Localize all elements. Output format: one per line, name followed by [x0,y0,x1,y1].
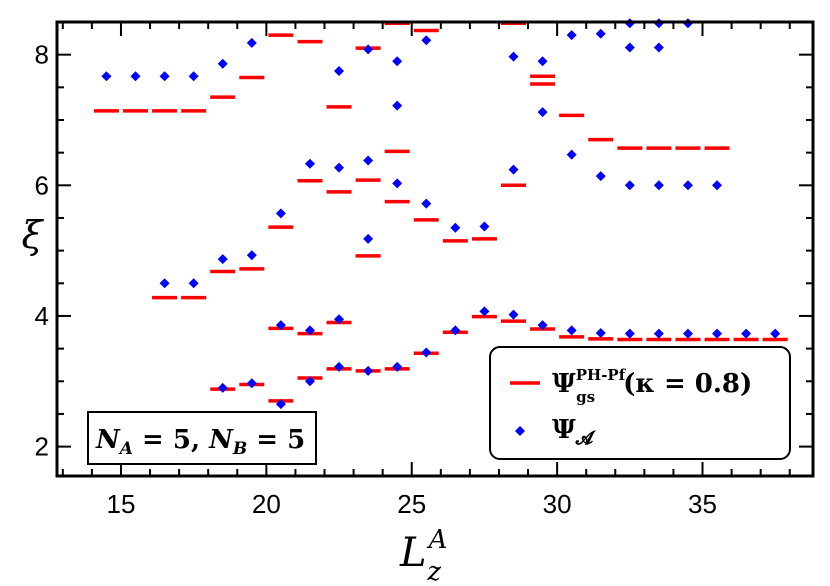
x-axis-label-sub: z [426,557,441,586]
a-level-diamond [130,71,141,82]
legend-entry-pf-rest: (κ = 0.8) [623,369,752,399]
a-level-diamond [304,376,315,387]
a-level-diamond [334,361,345,372]
a-level-diamond [246,378,257,389]
a-level-diamond [537,320,548,331]
a-level-diamond [566,149,577,160]
a-level-diamond [392,100,403,111]
legend-entry-pf-main: Ψ [552,369,576,399]
a-level-diamond [741,328,752,339]
a-level-diamond [653,42,664,53]
a-level-diamond [508,164,519,175]
a-level-diamond [653,328,664,339]
a-level-diamond [624,328,635,339]
a-level-diamond [392,178,403,189]
a-level-diamond [537,107,548,118]
a-level-diamond [363,233,374,244]
a-level-diamond [508,51,519,62]
plot-frame [55,20,815,478]
a-level-diamond [712,180,723,191]
a-level-diamond [304,158,315,169]
a-level-diamond [421,347,432,358]
a-level-diamond [653,180,664,191]
a-level-diamond [595,28,606,39]
a-level-diamond [363,365,374,376]
a-level-diamond [392,361,403,372]
a-level-diamond [275,320,286,331]
a-level-diamond [392,56,403,67]
a-level-diamond [421,198,432,209]
a-level-diamond [682,328,693,339]
a-level-diamond [712,328,723,339]
annotation-na-value: = 5, [133,425,209,455]
annotation-nb-label: N [208,425,234,455]
a-level-diamond [363,155,374,166]
annotation-na-label: N [95,425,121,455]
y-tick-label: 2 [35,432,49,462]
x-axis-label-sup: A [427,525,448,555]
x-tick-label: 30 [543,489,572,519]
legend-box [489,346,791,460]
a-level-diamond [334,65,345,76]
a-level-diamond [159,278,170,289]
a-level-diamond [334,314,345,325]
legend-marker-diamond [515,426,525,436]
a-level-diamond [217,382,228,393]
x-tick-label: 25 [397,489,426,519]
a-level-diamond [275,208,286,219]
a-level-diamond [450,222,461,233]
y-tick-label: 8 [35,40,49,70]
a-level-diamond [508,309,519,320]
svg-text:NA = 5, NB = 5: NA = 5, NB = 5 [95,425,305,459]
x-axis-label-main: L [399,530,427,576]
a-level-diamond [624,42,635,53]
y-axis-label: ξ [22,213,45,257]
annotation-na-sub: A [118,439,133,459]
a-level-diamond [682,180,693,191]
a-level-diamond [304,325,315,336]
a-level-diamond [450,325,461,336]
legend-entry-pf-sub: gs [576,388,595,406]
a-level-diamond [217,58,228,69]
a-level-diamond [188,71,199,82]
annotation-nb-sub: B [232,439,247,459]
system-size-annotation: NA = 5, NB = 5 [87,411,317,465]
legend-entry-a-main: Ψ [552,415,576,445]
annotation-nb-value: = 5 [247,425,305,455]
a-level-diamond [624,180,635,191]
legend-entry-a-sub: 𝓐 [575,428,597,449]
a-level-diamond [770,328,781,339]
svg-text:Ψ𝓐: Ψ𝓐 [552,415,597,449]
a-level-diamond [246,37,257,48]
a-level-diamond [421,35,432,46]
legend-entry-pf-sup: PH-Pf [576,366,627,384]
a-level-diamond [479,221,490,232]
x-tick-label: 20 [252,489,281,519]
a-level-diamond [595,327,606,338]
a-level-diamond [275,399,286,410]
a-level-diamond [537,56,548,67]
a-level-diamond [595,171,606,182]
x-tick-label: 35 [688,489,717,519]
y-tick-label: 6 [35,170,49,200]
a-level-diamond [217,254,228,265]
a-level-diamond [188,278,199,289]
a-level-diamond [566,30,577,41]
a-level-diamond [159,71,170,82]
annotation-box [87,411,317,465]
y-tick-label: 4 [35,301,49,331]
a-level-diamond [101,71,112,82]
axis-tick-labels: 15 20 25 30 35 2 4 6 8 [35,40,717,519]
x-tick-label: 15 [107,489,136,519]
a-level-diamond [334,162,345,173]
a-level-diamond [566,325,577,336]
a-level-diamond [246,250,257,261]
a-level-diamond [363,44,374,55]
a-level-diamond [479,306,490,317]
